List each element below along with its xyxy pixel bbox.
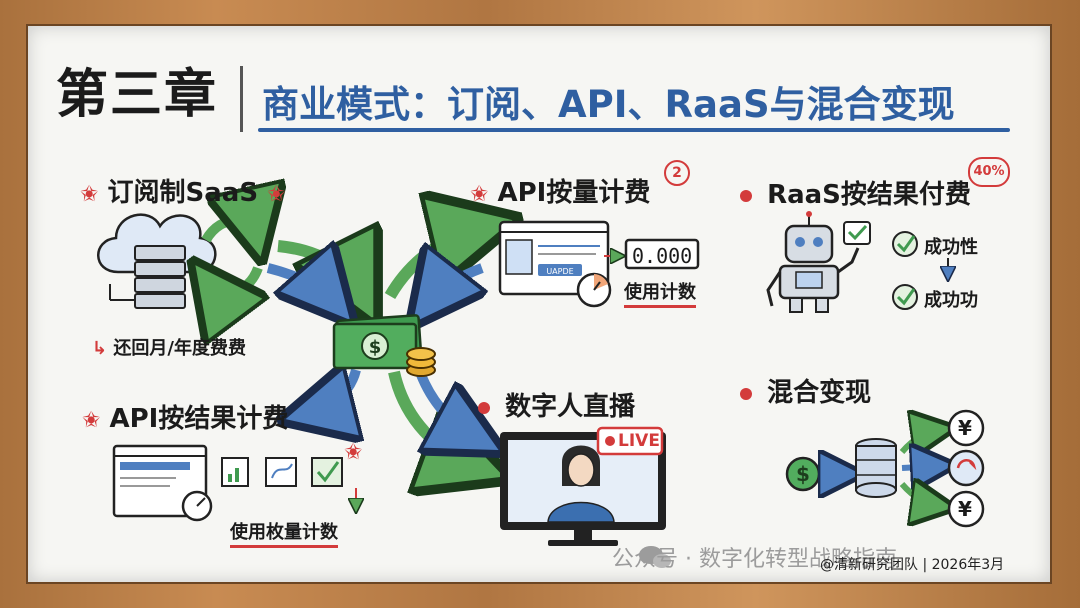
browser-window-icon	[498, 220, 610, 296]
subscription-title-text: 订阅制SaaS	[107, 178, 259, 208]
bullet-dot	[478, 401, 490, 414]
hybrid-title-text: 混合变现	[767, 378, 872, 408]
hybrid-dollar: $	[796, 462, 810, 486]
headline-underline	[258, 128, 1010, 132]
metric-tiles	[221, 457, 343, 487]
clock-icon	[576, 272, 612, 308]
return-arrow-icon: ↳	[92, 338, 108, 359]
star-icon: ✬	[344, 440, 363, 465]
subscription-note-text: 还回月/年度费费	[113, 338, 246, 359]
speech-check-icon	[843, 221, 871, 245]
star-icon: ✬	[470, 182, 489, 207]
api-usage-title-text: API按量计费	[497, 178, 651, 208]
section-subscription-title: ✬ 订阅制SaaS ✬	[80, 172, 286, 209]
live-label: LIVE	[618, 431, 660, 451]
star-icon: ✬	[267, 182, 286, 207]
database-icon	[855, 438, 897, 498]
wechat-icon	[639, 546, 671, 568]
hybrid-yen-1: ¥	[958, 416, 972, 440]
star-icon: ✬	[82, 408, 101, 433]
credit-line: @清新研究团队 | 2026年3月	[820, 557, 1005, 573]
raas-check-2: 成功功	[924, 290, 978, 311]
coins-icon	[406, 347, 436, 377]
raas-badge: 40%	[968, 157, 1010, 187]
api-usage-badge: 2	[664, 160, 690, 186]
title-separator	[240, 66, 243, 132]
chapter-title: 第三章	[56, 64, 219, 125]
live-badge	[596, 426, 664, 456]
usage-meter-label: 使用计数	[624, 278, 696, 308]
raas-check-1: 成功性	[924, 237, 978, 258]
api-result-title-text: API按结果计费	[109, 404, 289, 434]
star-icon: ✬	[80, 182, 99, 207]
digital-human-title-text: 数字人直播	[505, 392, 636, 422]
usage-meter-value: 0.000	[632, 244, 693, 268]
headline: 商业模式：订阅、API、RaaS与混合变现	[262, 83, 955, 126]
money-symbol: $	[369, 337, 382, 358]
section-hybrid-title: 混合变现	[740, 372, 871, 409]
update-button-label: UAPDE	[546, 267, 573, 276]
section-api-result-title: ✬ API按结果计费	[82, 398, 288, 435]
robot-icon	[766, 211, 860, 313]
bullet-dot	[740, 189, 752, 202]
yen-coin-icon	[947, 409, 985, 528]
section-raas-title: RaaS按结果付费	[740, 174, 971, 211]
api-result-note: 使用枚量计数	[230, 518, 338, 548]
bullet-dot	[740, 387, 752, 400]
money-stack-icon: $	[332, 314, 423, 370]
watermark: 公众号 · 数字化转型战略指南	[612, 547, 897, 572]
cloud-server-icon	[97, 213, 217, 309]
checkmark-icon	[892, 231, 918, 310]
dashboard-window-icon	[112, 444, 213, 522]
presenter-icon	[547, 445, 615, 523]
hybrid-yen-2: ¥	[958, 497, 972, 521]
subscription-note: ↳ 还回月/年度费费	[92, 334, 246, 360]
section-digital-human-title: 数字人直播	[478, 386, 635, 423]
section-api-usage-title: ✬ API按量计费	[470, 172, 650, 209]
raas-title-text: RaaS按结果付费	[767, 180, 971, 210]
usage-meter	[624, 238, 700, 270]
